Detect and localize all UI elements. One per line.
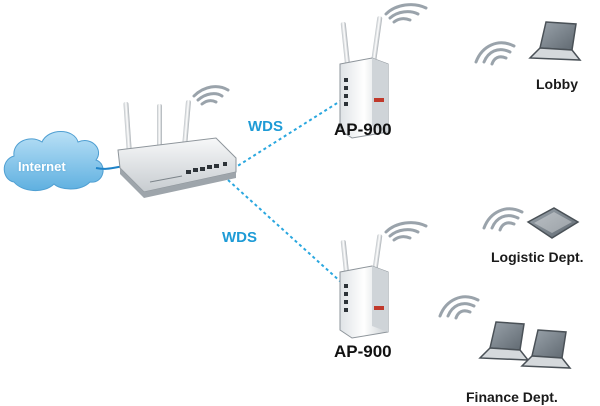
tablet-icon [526,207,580,239]
ap-lower-signal-icon [384,221,428,242]
access-point-upper-icon [339,16,389,139]
client-label-lobby: Lobby [536,76,578,92]
ap-label-lower: AP-900 [334,342,392,361]
laptop-icon [528,21,582,61]
internet-label: Internet [18,159,66,174]
client-label-finance: Finance Dept. [466,389,558,405]
finance-signal-icon [438,295,480,320]
logistic-signal-icon [482,207,524,232]
wds-label-upper: WDS [248,118,283,135]
wds-link-lower [227,179,343,284]
wds-link-upper [227,99,343,173]
client-label-logistic: Logistic Dept. [491,249,584,265]
router-signal-icon [192,85,230,106]
internet-cloud-icon [3,131,104,191]
lobby-signal-icon [474,41,516,66]
laptops-icon [478,321,572,369]
router-icon [117,100,237,198]
ap-label-upper: AP-900 [334,120,392,139]
ap-upper-signal-icon [384,3,428,24]
access-point-lower-icon [339,234,389,339]
wds-label-lower: WDS [222,229,257,246]
